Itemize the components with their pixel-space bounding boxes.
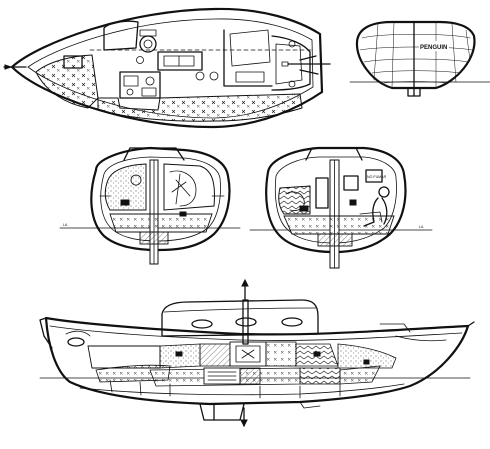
waterline-label-right: LA — [419, 225, 424, 229]
boat-name-label: PENGUIN — [420, 45, 447, 51]
galley-sign-text: NO FUMAR — [367, 175, 387, 179]
cross-section-forward: LA — [59, 146, 241, 265]
deck-plan-view — [3, 7, 331, 129]
waterline-label-left: LA — [63, 223, 68, 227]
stern-view: PENGUIN — [349, 20, 490, 97]
longitudinal-profile — [39, 278, 475, 428]
cross-section-aft: LA NO FUMAR — [249, 146, 433, 269]
